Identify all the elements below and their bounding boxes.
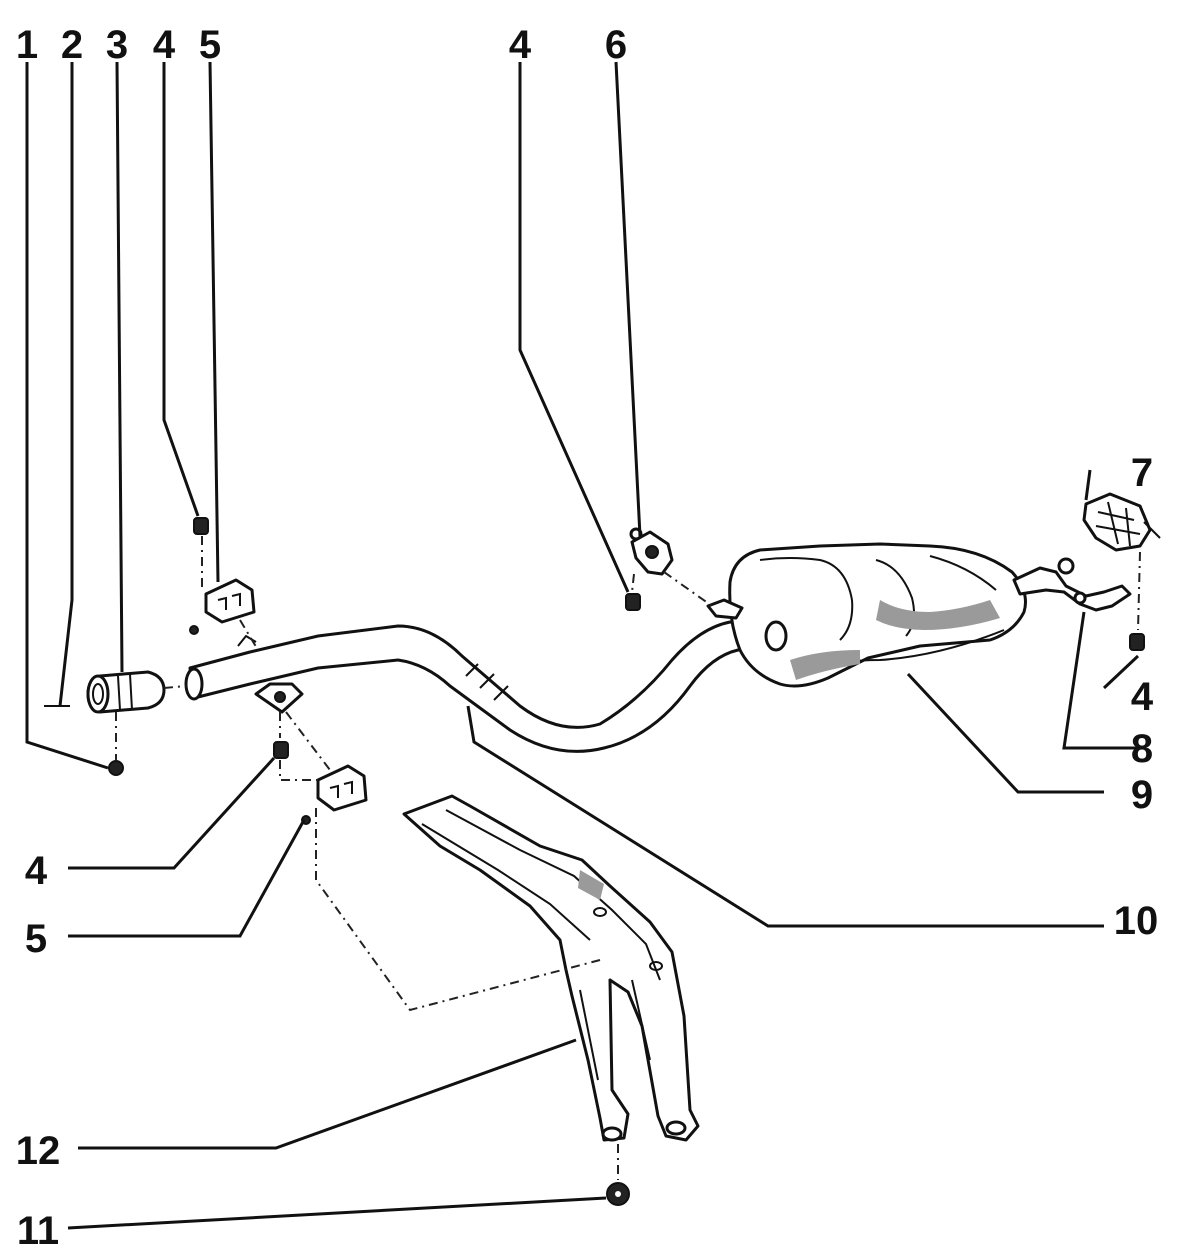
- clamp-nut: [108, 760, 124, 776]
- callout-1: 1: [16, 23, 38, 67]
- rubber-hanger: [629, 527, 674, 576]
- assembly-lines: [115, 536, 1141, 1180]
- callout-4-top-left: 4: [153, 23, 176, 67]
- tail-hanger-bracket: [1012, 557, 1132, 612]
- bracket-nut: [606, 1182, 630, 1206]
- callout-5-top-left: 5: [199, 23, 221, 67]
- bolt-center: [625, 593, 641, 611]
- callout-12: 12: [16, 1129, 61, 1173]
- crossmember-bracket: [402, 794, 700, 1142]
- callout-6: 6: [605, 23, 627, 67]
- leader-lines: [25, 61, 1140, 1230]
- bolt-lower-left: [273, 741, 289, 759]
- callout-4-right: 4: [1131, 675, 1154, 719]
- rear-muffler: [706, 542, 1027, 688]
- callout-3: 3: [106, 23, 128, 67]
- clamp-sleeve: [86, 670, 166, 714]
- bolt-right: [1129, 633, 1145, 651]
- callout-labels: 1 2 3 4 5 4 6 7 4 8 9 10 4 5 12 11: [16, 23, 1159, 1253]
- callout-2: 2: [61, 23, 83, 67]
- front-hanger-lower: [301, 764, 368, 825]
- callout-11: 11: [17, 1209, 59, 1253]
- front-hanger-upper: [189, 578, 256, 635]
- callout-4-bottom-left: 4: [25, 849, 48, 893]
- exhaust-pipe: [184, 620, 794, 753]
- callout-9: 9: [1131, 773, 1153, 817]
- callout-10: 10: [1114, 899, 1159, 943]
- heat-shield: [1082, 492, 1161, 552]
- callout-8: 8: [1131, 727, 1153, 771]
- callout-4-top-center: 4: [509, 23, 532, 67]
- bolt-upper-left: [193, 517, 209, 535]
- callout-5-bottom-left: 5: [25, 917, 47, 961]
- callout-7: 7: [1131, 451, 1153, 495]
